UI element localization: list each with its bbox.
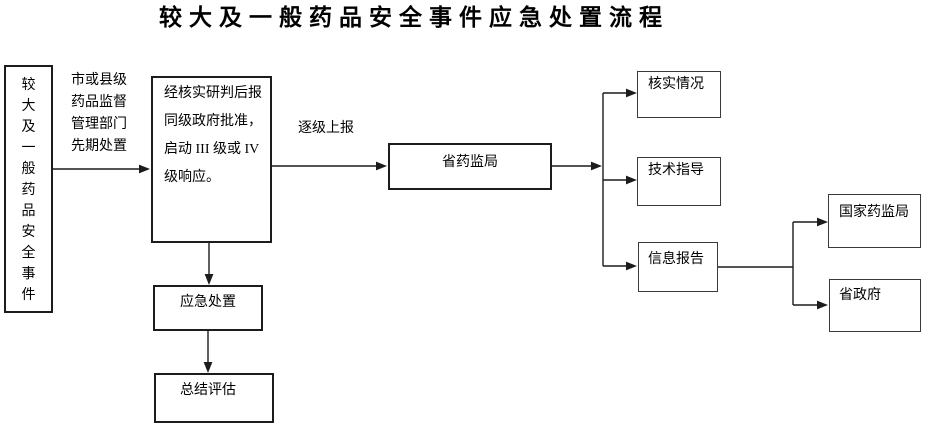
provincial-fda-box: 省药监局 (388, 143, 552, 190)
event-char: 件 (21, 288, 36, 303)
national-fda-label: 国家药监局 (839, 205, 909, 220)
event-char: 事 (21, 267, 36, 282)
event-char: 大 (21, 99, 36, 114)
provincial-gov-box: 省政府 (829, 279, 921, 332)
provincial-gov-label: 省政府 (839, 288, 881, 303)
arrow-junction-to-report (603, 261, 637, 271)
event-box: 较大及一般药品安全事件 (4, 65, 53, 313)
arrow-junction-to-guidance (603, 175, 637, 185)
page-title: 较大及一般药品安全事件应急处置流程 (159, 5, 669, 30)
arrow-junction2-to-provincial-gov (793, 300, 828, 310)
provincial-fda-label: 省药监局 (442, 155, 498, 170)
guidance-label: 技术指导 (648, 163, 704, 178)
event-char: 安 (21, 225, 36, 240)
arrow-event-to-response (53, 164, 150, 174)
emergency-label: 应急处置 (180, 295, 236, 310)
emergency-box: 应急处置 (153, 285, 263, 331)
summary-box: 总结评估 (154, 373, 274, 423)
arrow-emergency-to-summary (203, 331, 213, 373)
event-char: 较 (21, 78, 36, 93)
edge-label-initial-disposal: 市或县级 药品监督 管理部门 先期处置 (71, 73, 127, 154)
guidance-box: 技术指导 (637, 157, 721, 206)
summary-label: 总结评估 (180, 383, 236, 398)
event-char: 品 (21, 204, 36, 219)
event-char: 及 (21, 120, 36, 135)
arrow-response-to-provincial-fda (272, 161, 387, 171)
arrow-provincial-fda-to-junction (552, 161, 602, 171)
edge-label-escalate: 逐级上报 (298, 121, 354, 136)
report-label: 信息报告 (648, 252, 704, 267)
event-char: 般 (21, 162, 36, 177)
national-fda-box: 国家药监局 (828, 194, 921, 248)
arrow-junction-to-verify (603, 88, 637, 98)
event-char: 一 (21, 141, 36, 156)
arrow-junction2-to-national-fda (793, 217, 828, 227)
arrow-response-to-emergency (204, 243, 214, 285)
verify-label: 核实情况 (648, 77, 704, 92)
verify-box: 核实情况 (637, 71, 721, 118)
event-char: 全 (21, 246, 36, 261)
report-box: 信息报告 (638, 242, 718, 292)
response-box: 经核实研判后报 同级政府批准， 启动 III 级或 IV 级响应。 (151, 76, 272, 243)
event-char: 药 (21, 183, 36, 198)
